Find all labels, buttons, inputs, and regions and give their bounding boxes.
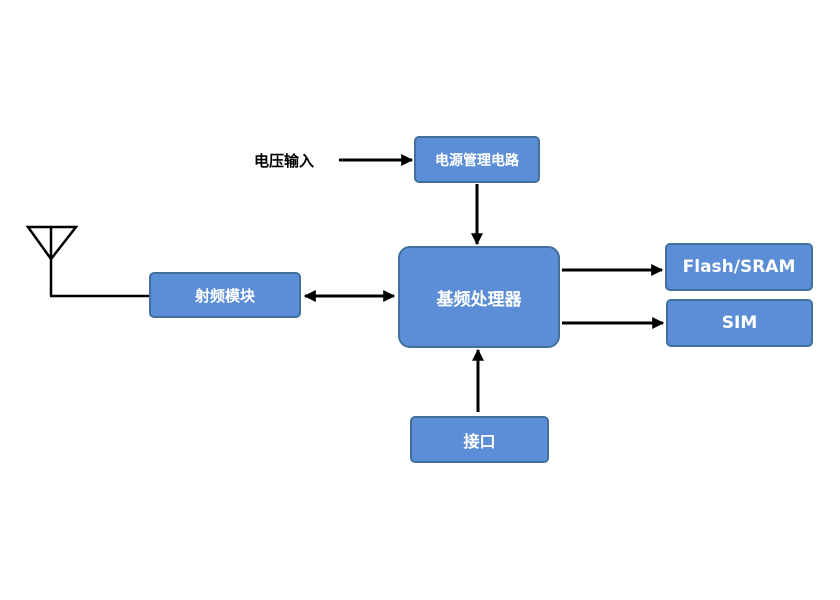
- baseband-processor-block: 基频处理器: [398, 246, 560, 348]
- voltage-input-label: 电压输入: [254, 152, 315, 170]
- power-management-block: 电源管理电路: [414, 136, 540, 183]
- antenna-icon: [25, 225, 79, 296]
- rf-module-block: 射频模块: [149, 272, 301, 318]
- flash-sram-block: Flash/SRAM: [665, 243, 813, 291]
- interface-block: 接口: [410, 416, 549, 463]
- sim-block: SIM: [666, 299, 813, 347]
